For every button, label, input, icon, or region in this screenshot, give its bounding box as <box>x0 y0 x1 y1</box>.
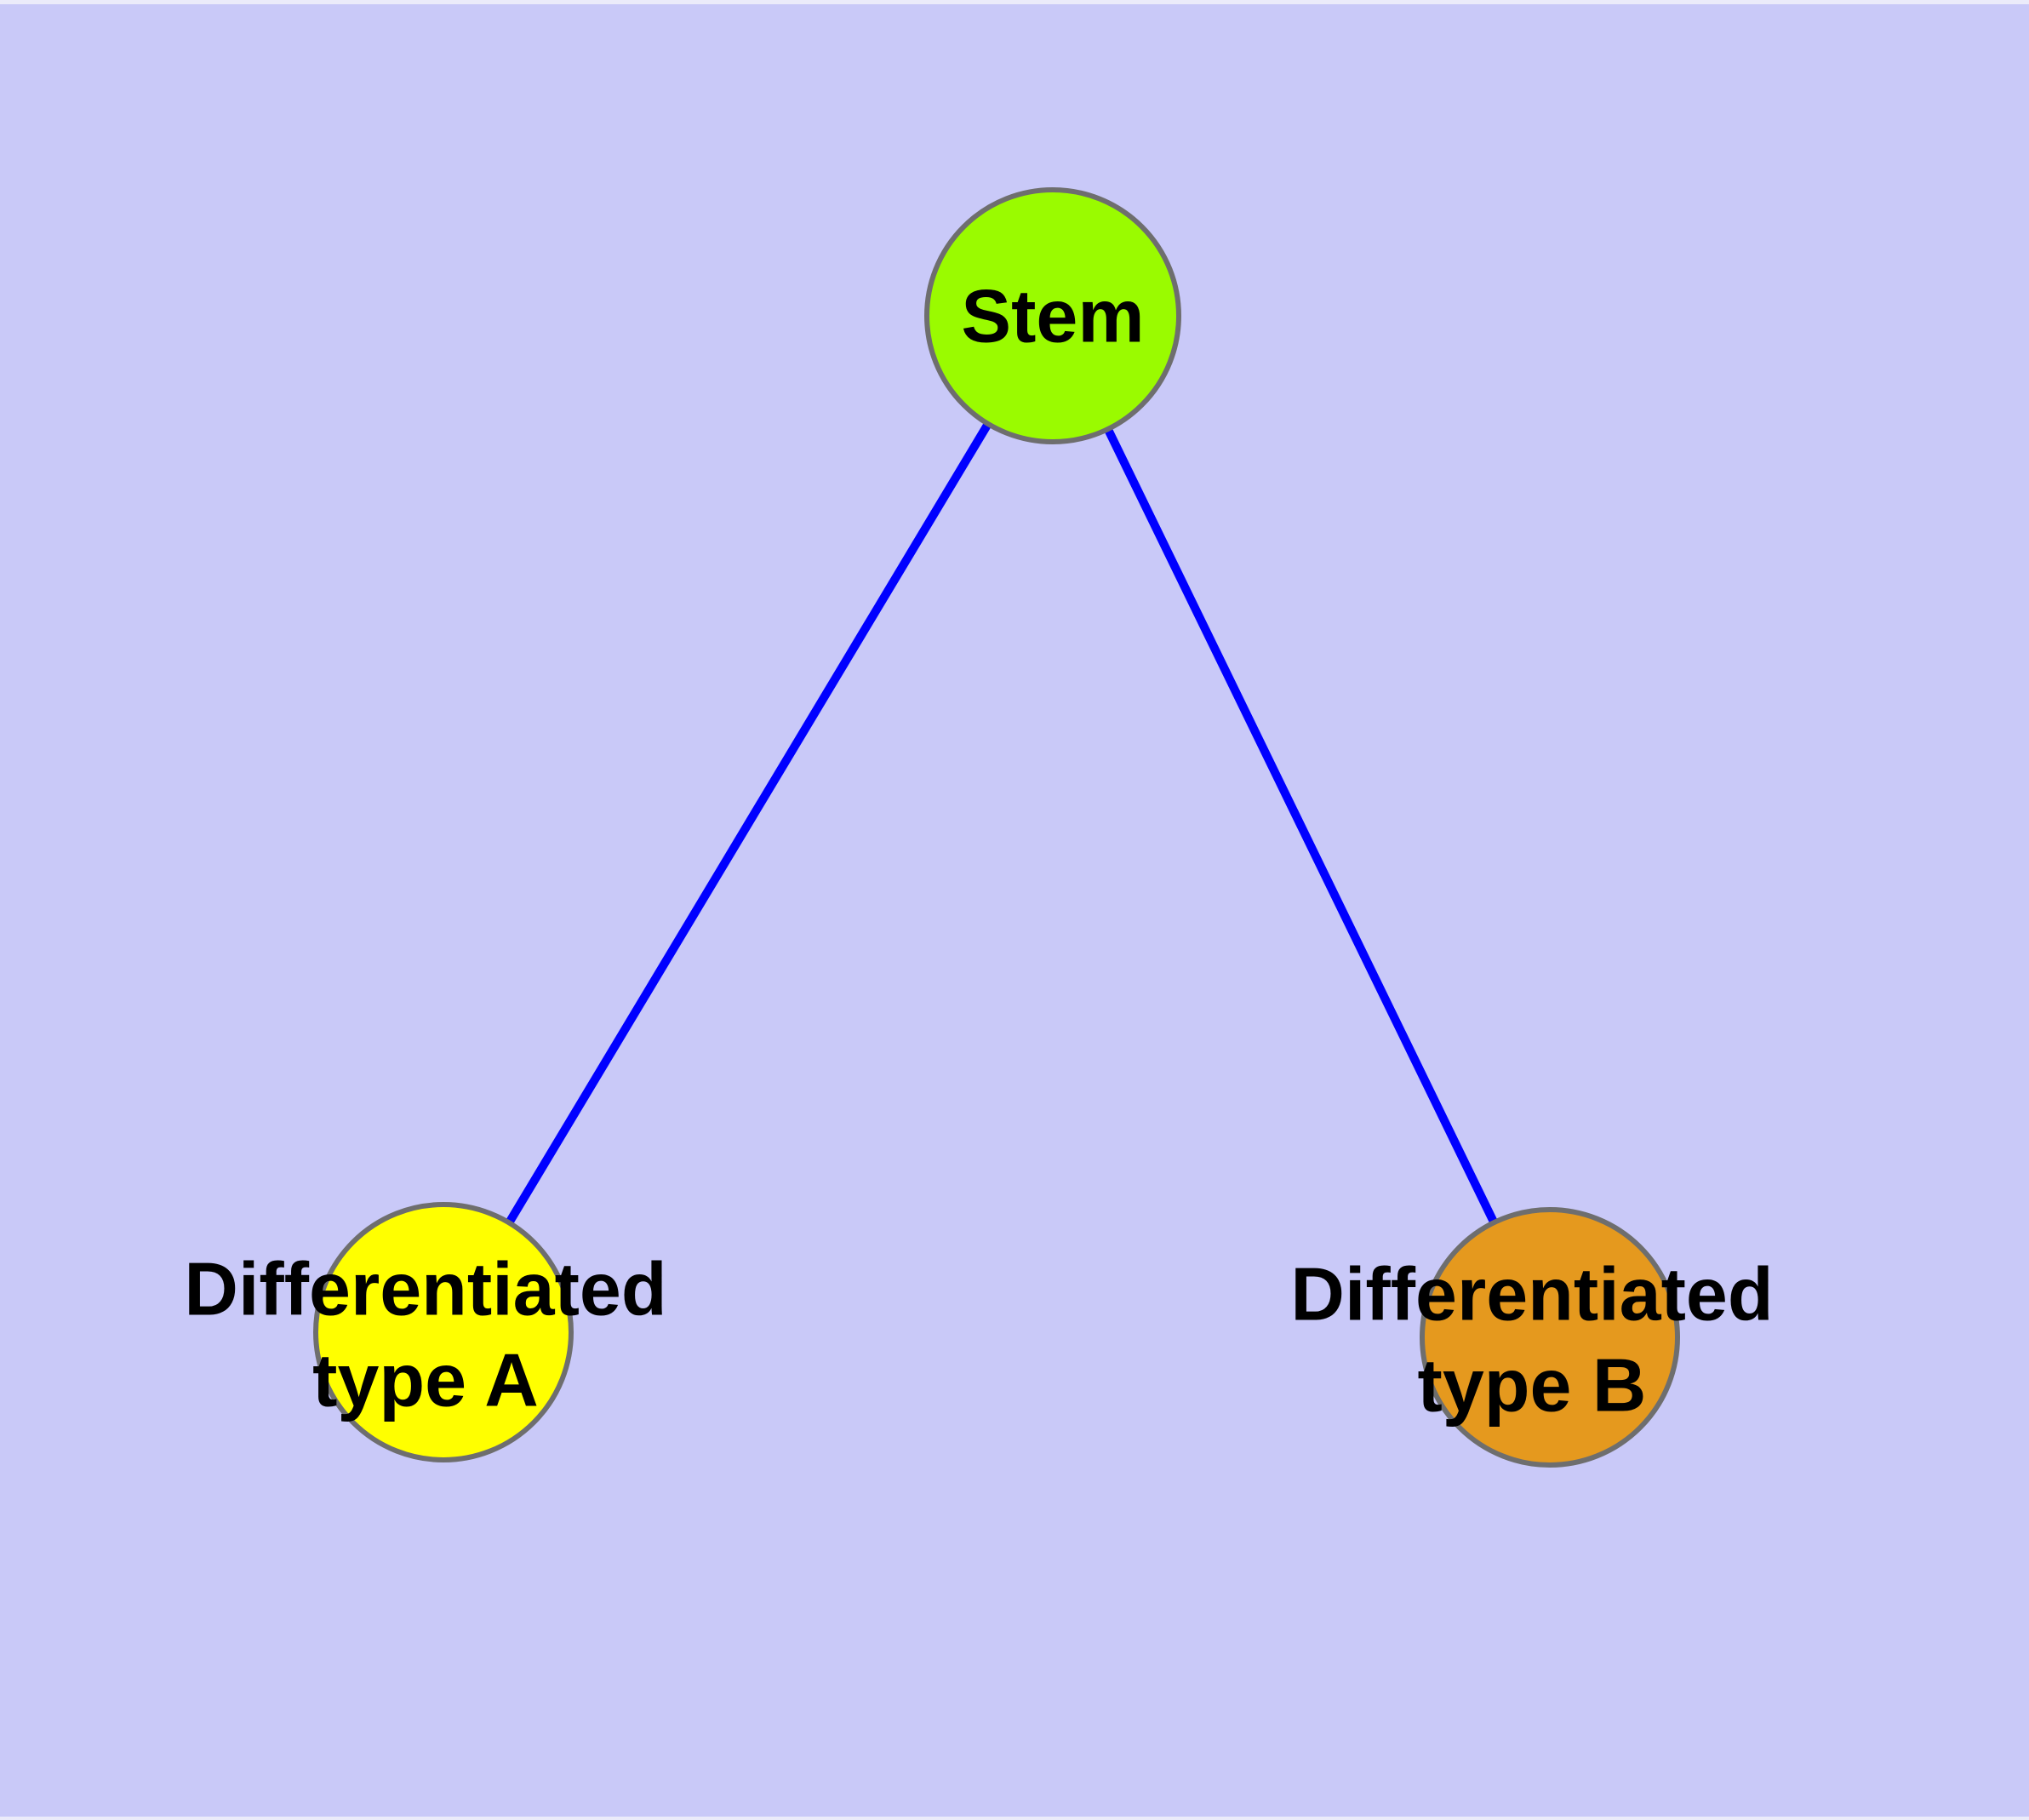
node-differentiated-type-a <box>313 1202 574 1462</box>
node-stem <box>924 187 1181 444</box>
edge-stem-to-type-b <box>1049 313 1554 1340</box>
bottom-margin-strip <box>0 1817 2029 1820</box>
edge-stem-to-type-a <box>439 313 1057 1335</box>
node-differentiated-type-b <box>1420 1207 1680 1468</box>
top-margin-strip <box>0 0 2029 4</box>
